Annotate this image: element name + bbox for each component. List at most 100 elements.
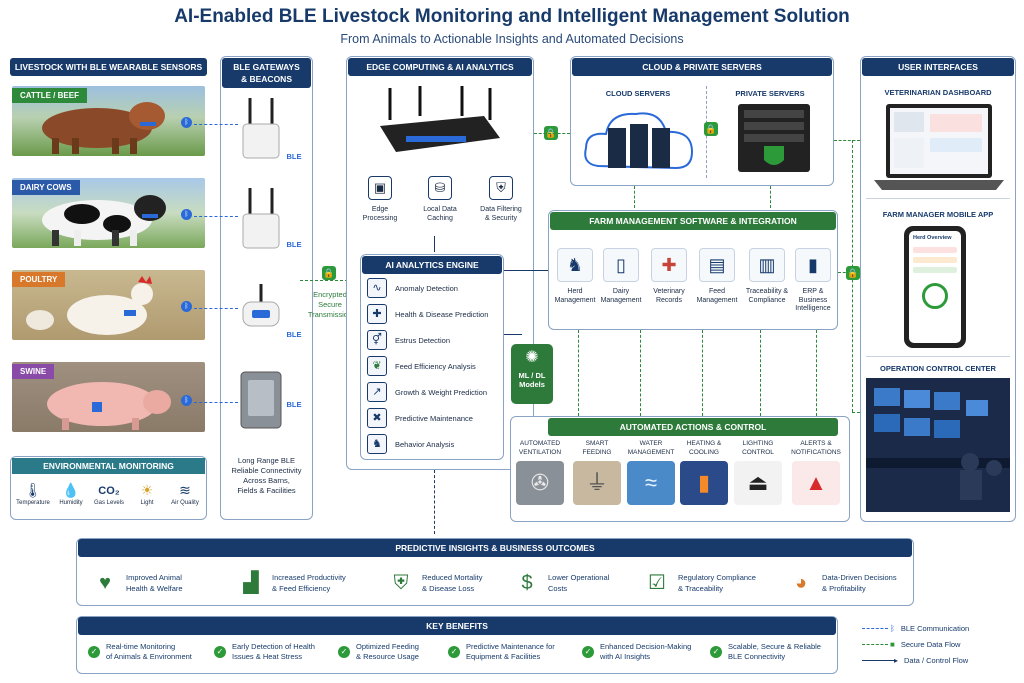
outcome-compliance: ☑Regulatory Compliance& Traceability <box>642 563 756 603</box>
ble-label: BLE <box>286 152 302 161</box>
farm-panel <box>548 210 838 330</box>
phone-illustration: Herd Overview <box>904 226 966 348</box>
dairy-illustration <box>42 195 166 246</box>
secure-flow-line <box>300 280 348 281</box>
env-light: ☀Light <box>128 482 166 506</box>
lock-icon: 🔒 <box>704 122 718 136</box>
outcome-decisions: ◕Data-Driven Decisions& Profitability <box>786 563 897 603</box>
chip-icon: ▣ <box>368 176 392 200</box>
occ-label: OPERATION CONTROL CENTER <box>880 364 996 373</box>
laptop-illustration <box>874 104 1004 190</box>
outcome-productivity: ▟Increased Productivity& Feed Efficiency <box>236 563 346 603</box>
check-icon: ✓ <box>582 646 594 658</box>
arrow-right-icon: ▸ <box>894 655 899 665</box>
growth-chart-icon: ▟ <box>243 572 259 594</box>
swine-image: SWINE <box>12 362 205 432</box>
heart-plus-icon: ✚ <box>651 248 687 282</box>
cow-icon: ♞ <box>367 434 387 454</box>
check-icon: ✓ <box>338 646 350 658</box>
cloud-servers-illustration <box>584 112 694 170</box>
mobile-app-label: FARM MANAGER MOBILE APP <box>882 210 994 219</box>
farm-header: FARM MANAGEMENT SOFTWARE & INTEGRATION <box>550 212 836 230</box>
check-icon: ✓ <box>448 646 460 658</box>
legend-secure: ■Secure Data Flow <box>862 636 1018 652</box>
vertical-flow <box>634 186 635 208</box>
heater-icon: ▮ <box>680 461 728 505</box>
action-heating: HEATING &COOLING▮ <box>678 440 730 505</box>
ble-flow-arrow <box>194 402 238 403</box>
bluetooth-icon: ᛒ <box>181 209 192 220</box>
dairy-image: DAIRY COWS <box>12 178 205 248</box>
cow-icon: ♞ <box>557 248 593 282</box>
engine-maintenance: ✖Predictive Maintenance <box>367 406 503 430</box>
feeder-icon: ⏚ <box>573 461 621 505</box>
page-title: AI-Enabled BLE Livestock Monitoring and … <box>174 6 850 27</box>
wrench-icon: ✖ <box>367 408 387 428</box>
poultry-illustration <box>26 276 153 335</box>
bluetooth-icon: ᛒ <box>181 117 192 128</box>
ui-divider <box>866 198 1010 199</box>
beacon-device <box>242 284 280 327</box>
pie-chart-icon: ◕ <box>794 572 808 594</box>
env-air: ≋Air Quality <box>166 482 204 506</box>
cattle-tag: CATTLE / BEEF <box>12 88 87 103</box>
engine-health: ✚Health & Disease Prediction <box>367 302 503 326</box>
growth-icon: ↗ <box>367 382 387 402</box>
shield-check-icon: ⛨ <box>393 572 409 594</box>
lamp-icon: ⏏ <box>734 461 782 505</box>
ble-flow-arrow <box>194 124 238 125</box>
heart-pulse-icon: ♥ <box>99 572 111 594</box>
check-icon: ✓ <box>214 646 226 658</box>
engine-anomaly: ∿Anomaly Detection <box>367 276 503 300</box>
outcomes-header: PREDICTIVE INSIGHTS & BUSINESS OUTCOMES <box>78 539 912 557</box>
sun-icon: ☀ <box>140 482 154 498</box>
ble-flow-arrow <box>194 216 238 217</box>
private-servers-illustration <box>738 104 810 172</box>
bluetooth-icon: ᛒ <box>181 301 192 312</box>
cattle-illustration <box>42 102 165 154</box>
gateway-device <box>242 98 280 159</box>
secure-flow-line <box>534 133 570 134</box>
barcode-icon: ▥ <box>749 248 785 282</box>
engine-feed: ❦Feed Efficiency Analysis <box>367 354 503 378</box>
cloud-servers-label: CLOUD SERVERS <box>605 89 671 98</box>
bluetooth-icon: ᛒ <box>181 395 192 406</box>
longrange-device <box>240 371 282 429</box>
bar-chart-icon: ▮ <box>795 248 831 282</box>
control-flow <box>816 330 817 416</box>
flow-arrow <box>504 270 548 271</box>
swine-illustration <box>47 382 171 430</box>
edge-filtering: ⛨ Data Filtering& Security <box>474 176 528 223</box>
flow-arrow <box>504 334 522 335</box>
env-humidity: 💧Humidity <box>52 482 90 506</box>
control-flow <box>640 330 641 416</box>
check-icon: ✓ <box>88 646 100 658</box>
page-subtitle: From Animals to Actionable Insights and … <box>340 32 684 46</box>
control-flow <box>760 330 761 416</box>
milk-bottle-icon: ▯ <box>603 248 639 282</box>
ui-divider <box>866 356 1010 357</box>
secure-flow-line <box>852 412 860 413</box>
droplet-icon: 💧 <box>62 482 80 498</box>
lock-icon: 🔒 <box>322 266 336 280</box>
control-flow <box>578 330 579 416</box>
lock-icon: 🔒 <box>846 266 860 280</box>
control-flow <box>702 330 703 416</box>
feed-bag-icon: ▤ <box>699 248 735 282</box>
